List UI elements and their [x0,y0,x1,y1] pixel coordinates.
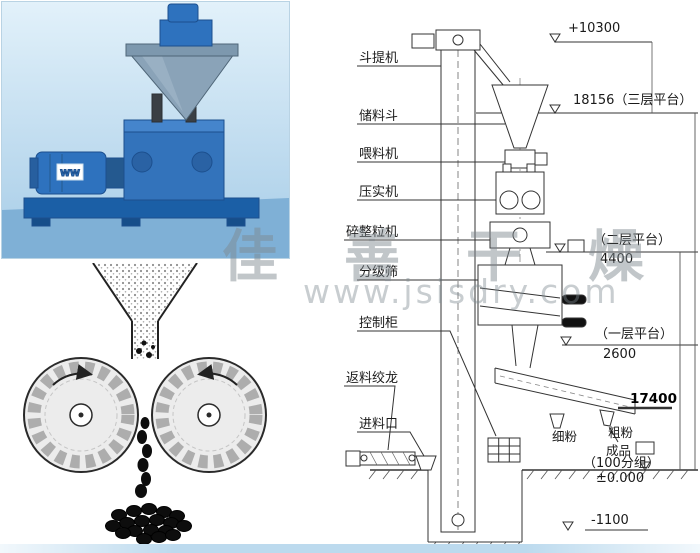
label-fine-powder: 细粉 [552,429,578,444]
bottom-gradient-strip [0,544,700,553]
screw-motor [345,450,361,467]
elev-ground-note: （100分组） [583,456,660,471]
elev-level3: 18156（三层平台） [573,93,692,108]
ga-drawing: 斗提机 储料斗 喂料机 压实机 碎整粒机 分级筛 控制柜 返料绞龙 进料口 +1… [344,21,698,551]
machine: WW [23,3,260,227]
elev-pit-value: -1100 [591,513,629,528]
machine-base [23,197,260,219]
top-feeder [159,19,213,47]
product-box [635,441,655,455]
leader-lines [344,65,505,457]
rotation-arrow [52,364,93,386]
control-cabinet [487,437,521,463]
screen-vibrator [561,317,587,328]
granulator [489,221,551,266]
label-feed-inlet: 进料口 [359,417,398,432]
label-feeder: 喂料机 [359,147,398,162]
process-flow-schematic: 斗提机 储料斗 喂料机 压实机 碎整粒机 分级筛 控制柜 返料绞龙 进料口 +1… [300,0,700,553]
label-control-cabinet: 控制柜 [359,316,398,331]
motor-label: WW [60,169,80,179]
roller-press-diagram [1,263,290,552]
hydraulic-cylinder [151,93,163,123]
elev-ground-value: ±0.000 [596,471,644,486]
roller-press-art [23,263,267,545]
label-granulator: 碎整粒机 [346,225,398,240]
elev-mid-value: 17400 [630,391,677,407]
gearbox [105,157,125,189]
outlet-labels: 细粉 粗粉 成品 [552,425,634,458]
label-product: 成品 [606,443,631,458]
pellet-pile [105,503,192,545]
storage-hopper [491,84,549,149]
pellet-stream [135,417,152,498]
elev-level2-value: 4400 [600,252,633,267]
label-compactor: 压实机 [359,185,398,200]
inclined-sieve [494,367,655,455]
elevator-boot-wheel [451,513,465,527]
elev-top: +10300 [568,21,620,36]
machine-photo: WW [1,1,290,259]
elev-level1-name: （一层平台） [595,327,673,342]
feed-funnel [92,263,198,359]
rotation-arrow [197,364,238,386]
platform2-unit [567,239,585,253]
fine-powder-chute [549,413,565,429]
equipment-labels: 斗提机 储料斗 喂料机 压实机 碎整粒机 分级筛 控制柜 返料绞龙 进料口 [346,50,398,432]
label-screen: 分级筛 [359,265,398,280]
motor-label-plate [56,163,84,181]
elevator-drive-motor [411,33,435,49]
coarse-powder-chute [599,409,615,427]
label-bucket-elevator: 斗提机 [359,50,398,66]
elev-level1-value: 2600 [603,347,636,362]
label-storage-hopper: 储料斗 [359,109,398,124]
elevation-marks [549,33,651,531]
elevation-labels: +10300 18156（三层平台） （二层平台） 4400 （一层平台） 26… [568,21,692,528]
return-screw [345,450,416,467]
right-roller [151,357,267,473]
left-roller [23,357,139,473]
screen-vibrator [561,294,587,305]
machine-photo-art: WW [2,2,289,258]
feed-inlet [415,455,437,471]
label-coarse-powder: 粗粉 [608,425,634,440]
top-motor [167,3,199,23]
elev-level2-name: （二层平台） [593,233,671,248]
pit [427,470,523,543]
classifying-screen [477,264,587,369]
compactor [495,163,545,215]
label-return-screw: 返料绞龙 [346,370,398,386]
bucket-elevator [411,29,511,533]
